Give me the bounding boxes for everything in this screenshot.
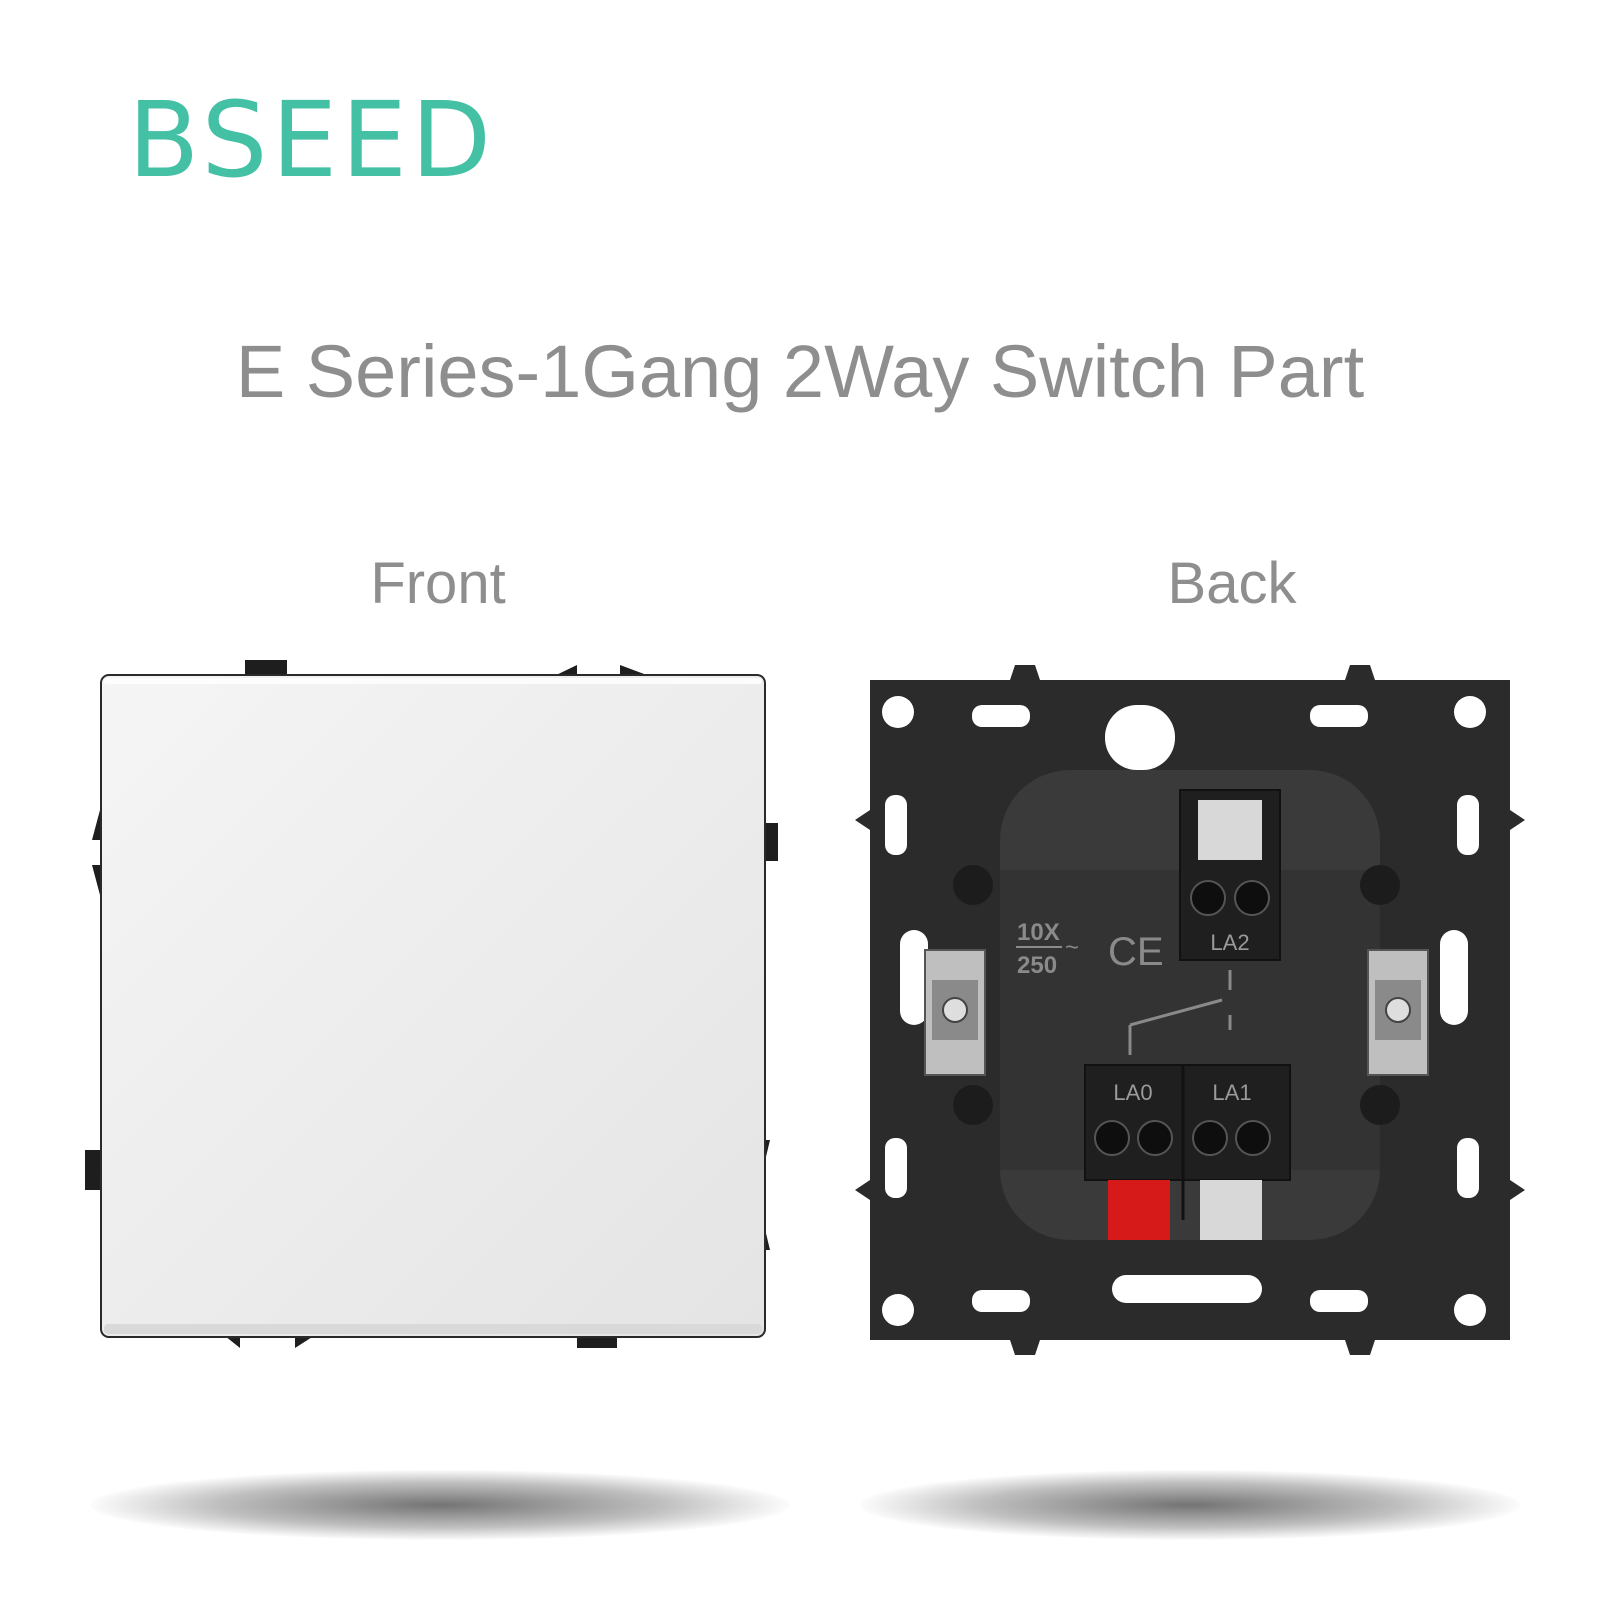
brand-logo: BSEED [128, 79, 496, 201]
mounting-hole [882, 696, 1486, 1326]
terminal-label-la0: LA0 [1113, 1080, 1152, 1105]
screw-post [953, 865, 1400, 1125]
page-title: E Series-1Gang 2Way Switch Part [235, 330, 1365, 413]
terminal-block-la2: LA2 [1179, 789, 1281, 961]
front-label: Front [370, 551, 506, 616]
switch-schematic [1128, 970, 1232, 1055]
terminal-label-la2: LA2 [1210, 930, 1249, 955]
rating-bottom: 250 [1017, 952, 1057, 979]
switch-front-image [85, 660, 778, 1348]
switch-back-image: LA2 10X 250 ~ CE LA0 LA1 [855, 665, 1525, 1355]
switch-plate [100, 674, 766, 1338]
front-shadow [90, 1470, 790, 1540]
clamp-terminal-right [1367, 949, 1429, 1076]
release-tab-white [1200, 1180, 1262, 1240]
clamp-terminal-left [924, 949, 986, 1076]
terminal-block-bottom: LA0 LA1 [1084, 1064, 1291, 1240]
terminal-label-la1: LA1 [1212, 1080, 1251, 1105]
back-shadow [860, 1470, 1520, 1540]
mounting-slot [885, 705, 1479, 1312]
ce-mark: CE [1108, 930, 1164, 974]
release-tab-red [1108, 1180, 1170, 1240]
rating-suffix: ~ [1065, 934, 1079, 961]
rating-top: 10X [1017, 919, 1060, 946]
back-label: Back [1167, 551, 1297, 616]
